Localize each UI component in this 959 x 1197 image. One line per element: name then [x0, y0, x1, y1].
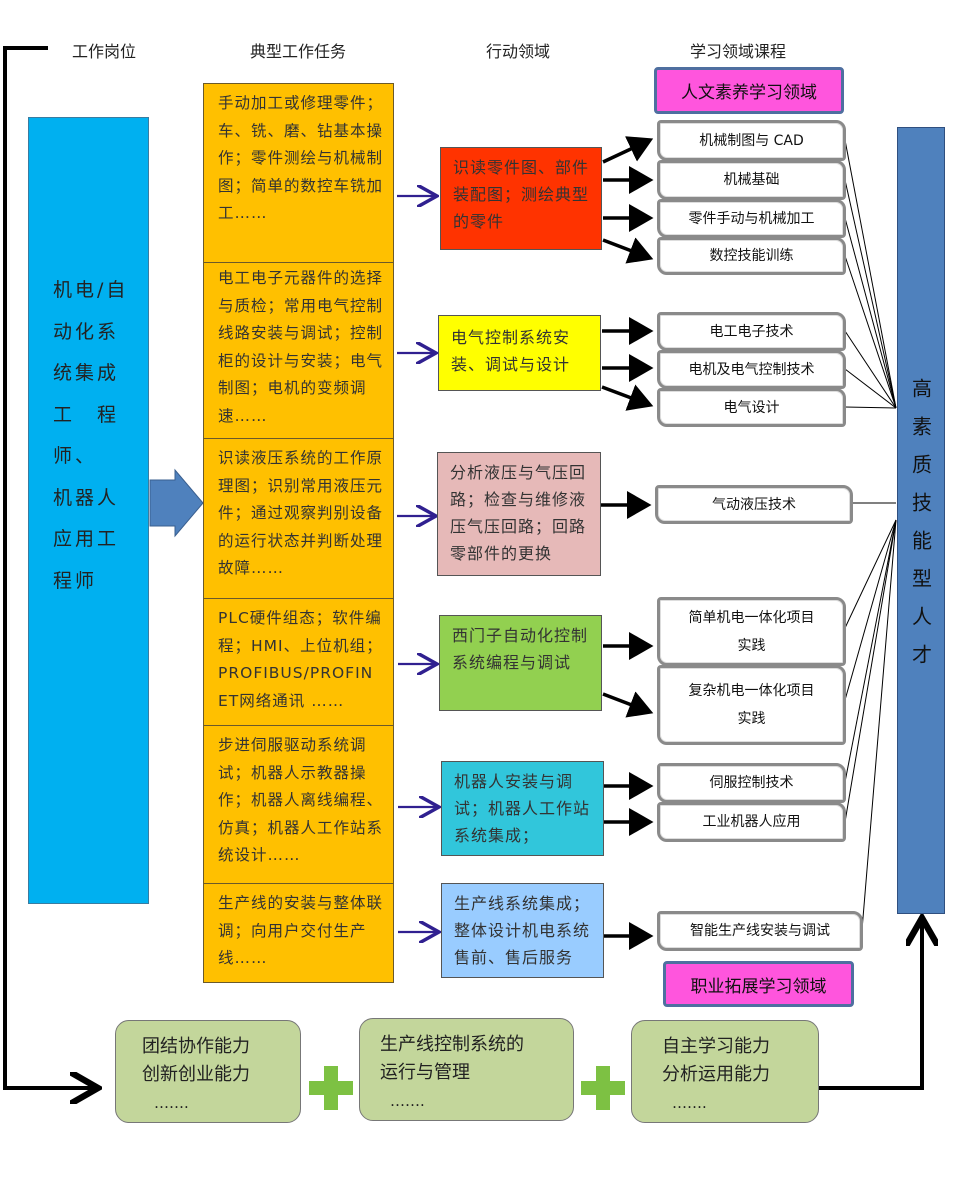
- course-item: 智能生产线安装与调试: [657, 911, 863, 951]
- course-item: 工业机器人应用: [657, 802, 846, 842]
- ability-line: 团结协作能力: [142, 1036, 250, 1057]
- task-box: 识读液压系统的工作原理图；识别常用液压元件；通过观察判别设备的运行状态并判断处理…: [203, 438, 394, 599]
- action-box: 生产线系统集成；整体设计机电系统售前、售后服务: [441, 883, 604, 978]
- ability-line: 分析运用能力: [662, 1064, 770, 1085]
- ability-line: 生产线控制系统的: [380, 1034, 524, 1055]
- job-line: 统集成: [53, 362, 120, 384]
- course-item: 电机及电气控制技术: [657, 350, 846, 389]
- job-line: 工 程: [53, 403, 120, 426]
- ability-box: 生产线控制系统的 运行与管理 …….: [359, 1018, 574, 1121]
- header-courses: 学习领域课程: [690, 42, 787, 61]
- ability-line: …….: [672, 1094, 707, 1112]
- task-box: 生产线的安装与整体联调；向用户交付生产线……: [203, 883, 394, 983]
- ability-line: 创新创业能力: [142, 1064, 250, 1085]
- job-line: 动化系: [53, 320, 120, 343]
- action-box: 机器人安装与调试；机器人工作站系统集成；: [441, 761, 604, 856]
- task-box: 电工电子元器件的选择与质检；常用电气控制线路安装与调试；控制柜的设计与安装；电气…: [203, 262, 394, 439]
- job-line: 机器人: [53, 486, 120, 509]
- ability-box: 自主学习能力 分析运用能力 …….: [631, 1020, 819, 1123]
- job-line: 师、: [53, 445, 98, 467]
- career-area-label: 职业拓展学习领域: [663, 961, 854, 1007]
- course-item: 零件手动与机械加工: [657, 199, 846, 238]
- course-item: 复杂机电一体化项目实践: [657, 665, 846, 745]
- task-box: PLC硬件组态；软件编程；HMI、上位机组；PROFIBUS/PROFINET网…: [203, 598, 394, 726]
- action-box: 分析液压与气压回路；检查与维修液压气压回路；回路零部件的更换: [437, 452, 601, 576]
- job-line: 应用工: [53, 528, 120, 550]
- plus-icons: [309, 1066, 625, 1110]
- ability-line: …….: [154, 1094, 189, 1112]
- action-box: 电气控制系统安装、调试与设计: [438, 315, 601, 391]
- header-tasks: 典型工作任务: [250, 42, 347, 61]
- action-box: 识读零件图、部件装配图；测绘典型的零件: [440, 147, 602, 250]
- course-item: 电工电子技术: [657, 312, 846, 351]
- ability-line: 运行与管理: [380, 1062, 470, 1083]
- job-position-box: 机电/自 动化系 统集成 工 程 师、 机器人 应用工 程师: [28, 117, 149, 904]
- header-action: 行动领域: [486, 42, 551, 61]
- course-item: 伺服控制技术: [657, 763, 846, 803]
- course-item: 气动液压技术: [655, 485, 853, 524]
- job-line: 程师: [53, 569, 98, 592]
- header-position: 工作岗位: [72, 42, 137, 61]
- course-item: 电气设计: [657, 388, 846, 427]
- action-box: 西门子自动化控制系统编程与调试: [439, 615, 602, 711]
- job-line: 机电/自: [53, 279, 129, 301]
- course-item: 机械制图与 CAD: [657, 120, 846, 161]
- ability-line: 自主学习能力: [662, 1036, 770, 1057]
- course-item: 数控技能训练: [657, 237, 846, 275]
- task-box: 手动加工或修理零件；车、铣、磨、钻基本操作；零件测绘与机械制图；简单的数控车铣加…: [203, 83, 394, 273]
- humanities-area-label: 人文素养学习领域: [654, 67, 844, 114]
- ability-line: …….: [390, 1092, 425, 1110]
- task-box: 步进伺服驱动系统调试；机器人示教器操作；机器人离线编程、仿真；机器人工作站系统设…: [203, 725, 394, 884]
- ability-box: 团结协作能力 创新创业能力 …….: [115, 1020, 301, 1123]
- course-item: 机械基础: [657, 160, 846, 200]
- course-item: 简单机电一体化项目实践: [657, 597, 846, 666]
- outcome-box: 高素质技能型人才: [897, 127, 945, 914]
